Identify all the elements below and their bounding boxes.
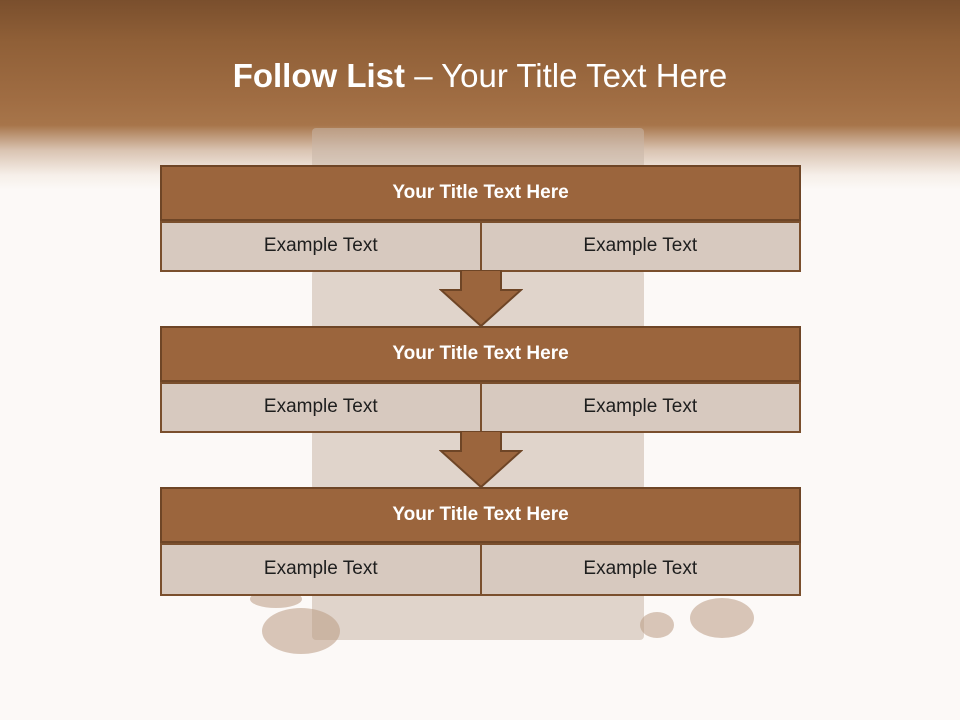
group-cells: Example Text Example Text	[160, 382, 801, 433]
slide-title-rest: – Your Title Text Here	[405, 57, 728, 94]
background-rock	[690, 598, 754, 638]
slide-title-bold: Follow List	[232, 57, 406, 94]
down-arrow-icon	[439, 431, 523, 489]
example-text-left: Example Text	[160, 543, 482, 596]
example-text-left: Example Text	[160, 382, 482, 433]
list-group-2: Your Title Text Here Example Text Exampl…	[160, 326, 801, 433]
slide-title: Follow List – Your Title Text Here	[0, 56, 960, 96]
background-rock	[640, 612, 674, 638]
background-block-bottom	[312, 590, 644, 640]
background-block-top	[312, 128, 644, 168]
example-text-right: Example Text	[481, 543, 801, 596]
list-group-1: Your Title Text Here Example Text Exampl…	[160, 165, 801, 272]
background-rock	[262, 608, 340, 654]
group-cells: Example Text Example Text	[160, 221, 801, 272]
down-arrow-icon	[439, 270, 523, 328]
list-group-3: Your Title Text Here Example Text Exampl…	[160, 487, 801, 596]
group-cells: Example Text Example Text	[160, 543, 801, 596]
example-text-left: Example Text	[160, 221, 482, 272]
example-text-right: Example Text	[481, 382, 801, 433]
example-text-right: Example Text	[481, 221, 801, 272]
group-title: Your Title Text Here	[160, 487, 801, 543]
group-title: Your Title Text Here	[160, 165, 801, 221]
group-title: Your Title Text Here	[160, 326, 801, 382]
